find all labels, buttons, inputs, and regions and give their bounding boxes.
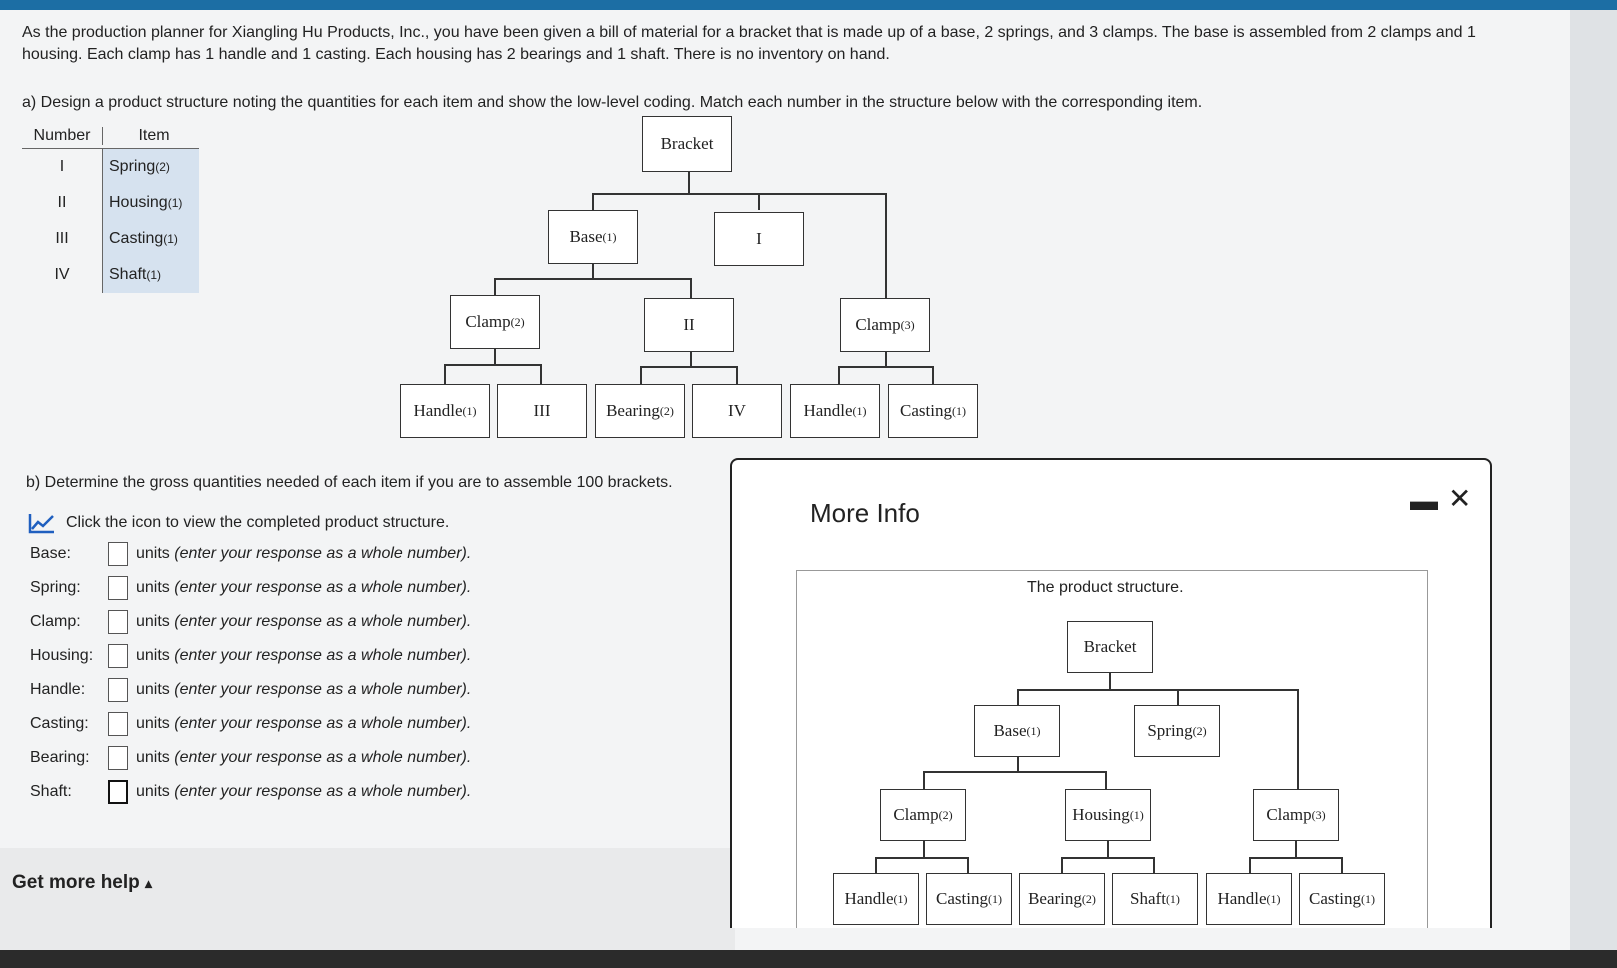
tree-node-clamp-2: Clamp(2) <box>880 789 966 841</box>
question-a: a) Design a product structure noting the… <box>22 94 1203 111</box>
get-more-help-button[interactable]: Get more help ▴ <box>12 872 152 894</box>
input-row-casting: Casting: units (enter your response as a… <box>30 712 471 736</box>
row-item: Housing(1) <box>103 185 199 221</box>
row-number: IV <box>22 257 103 293</box>
figure-caption: The product structure. <box>1027 579 1184 596</box>
table-header: Number Item <box>22 124 199 149</box>
problem-statement: As the production planner for Xiangling … <box>22 24 1476 63</box>
tree-node-clamp-3: Clamp(3) <box>840 298 930 352</box>
input-label: Casting: <box>30 715 89 732</box>
top-bar <box>0 0 1617 10</box>
tree-node-base: Base(1) <box>974 705 1060 757</box>
input-label: Housing: <box>30 647 94 664</box>
tree-node-housing: Housing(1) <box>1065 789 1151 841</box>
tree-node-casting: Casting(1) <box>888 384 978 438</box>
view-structure-label: Click the icon to view the completed pro… <box>66 514 450 531</box>
tree-slot-IV: IV <box>692 384 782 438</box>
tree-node-casting: Casting(1) <box>926 873 1012 925</box>
row-item: Spring(2) <box>103 149 199 185</box>
units-text: units (enter your response as a whole nu… <box>136 647 472 664</box>
housing-input[interactable] <box>108 644 128 668</box>
casting-input[interactable] <box>108 712 128 736</box>
tree-node-spring: Spring(2) <box>1134 705 1220 757</box>
spring-input[interactable] <box>108 576 128 600</box>
dialog-title: More Info <box>810 498 920 528</box>
units-text: units (enter your response as a whole nu… <box>136 681 472 698</box>
view-structure-link[interactable]: Click the icon to view the completed pro… <box>28 512 449 534</box>
chart-icon[interactable] <box>28 512 56 534</box>
input-row-bearing: Bearing: units (enter your response as a… <box>30 746 471 770</box>
units-text: units (enter your response as a whole nu… <box>136 613 472 630</box>
tree-node-handle: Handle(1) <box>400 384 490 438</box>
input-row-handle: Handle: units (enter your response as a … <box>30 678 471 702</box>
question-b: b) Determine the gross quantities needed… <box>26 474 673 491</box>
units-text: units (enter your response as a whole nu… <box>136 749 472 766</box>
shaft-input[interactable] <box>108 780 128 804</box>
caret-up-icon: ▴ <box>145 875 153 891</box>
table-row: I Spring(2) <box>22 149 199 185</box>
units-text: units (enter your response as a whole nu… <box>136 579 472 596</box>
table-row: II Housing(1) <box>22 185 199 221</box>
col-item-header: Item <box>138 127 170 144</box>
tree-node-shaft: Shaft(1) <box>1112 873 1198 925</box>
minimize-icon[interactable]: ▬ <box>1410 485 1438 516</box>
tree-node-handle: Handle(1) <box>833 873 919 925</box>
tree-node-clamp-3: Clamp(3) <box>1253 789 1339 841</box>
completed-structure-figure: The product structure. Bracket Base(1) S… <box>796 570 1428 928</box>
input-label: Base: <box>30 545 71 562</box>
bottom-bar <box>0 950 1617 968</box>
tree-slot-III: III <box>497 384 587 438</box>
input-label: Bearing: <box>30 749 90 766</box>
units-text: units (enter your response as a whole nu… <box>136 715 472 732</box>
input-label: Handle: <box>30 681 86 698</box>
tree-slot-II: II <box>644 298 734 352</box>
table-row: III Casting(1) <box>22 221 199 257</box>
clamp-input[interactable] <box>108 610 128 634</box>
input-row-housing: Housing: units (enter your response as a… <box>30 644 471 668</box>
input-row-base: Base: units (enter your response as a wh… <box>30 542 471 566</box>
bearing-input[interactable] <box>108 746 128 770</box>
tree-node-clamp-2: Clamp(2) <box>450 295 540 349</box>
tree-node-bearing: Bearing(2) <box>595 384 685 438</box>
row-item: Shaft(1) <box>103 257 199 293</box>
input-label: Shaft: <box>30 783 72 800</box>
input-label: Clamp: <box>30 613 81 630</box>
help-strip <box>0 848 735 958</box>
table-row: IV Shaft(1) <box>22 257 199 293</box>
input-row-spring: Spring: units (enter your response as a … <box>30 576 471 600</box>
tree-node-casting: Casting(1) <box>1299 873 1385 925</box>
row-number: II <box>22 185 103 221</box>
close-icon[interactable]: ✕ <box>1448 483 1472 514</box>
tree-node-base: Base(1) <box>548 210 638 264</box>
input-row-clamp: Clamp: units (enter your response as a w… <box>30 610 471 634</box>
mapping-table: Number Item I Spring(2) II Housing(1) II… <box>22 124 199 293</box>
input-row-shaft: Shaft: units (enter your response as a w… <box>30 780 471 804</box>
tree-node-bracket: Bracket <box>1067 621 1153 673</box>
tree-node-handle: Handle(1) <box>790 384 880 438</box>
help-label: Get more help <box>12 872 140 893</box>
tree-node-bearing: Bearing(2) <box>1019 873 1105 925</box>
handle-input[interactable] <box>108 678 128 702</box>
row-number: I <box>22 149 103 185</box>
row-number: III <box>22 221 103 257</box>
units-text: units (enter your response as a whole nu… <box>136 783 472 800</box>
base-input[interactable] <box>108 542 128 566</box>
col-number-header: Number <box>22 127 103 145</box>
input-label: Spring: <box>30 579 81 596</box>
question-panel: As the production planner for Xiangling … <box>0 10 1570 958</box>
tree-node-bracket: Bracket <box>642 116 732 172</box>
tree-slot-I: I <box>714 212 804 266</box>
more-info-dialog: More Info ▬ ✕ The product structure. Bra… <box>730 458 1492 928</box>
tree-node-handle: Handle(1) <box>1206 873 1292 925</box>
units-text: units (enter your response as a whole nu… <box>136 545 472 562</box>
row-item: Casting(1) <box>103 221 199 257</box>
